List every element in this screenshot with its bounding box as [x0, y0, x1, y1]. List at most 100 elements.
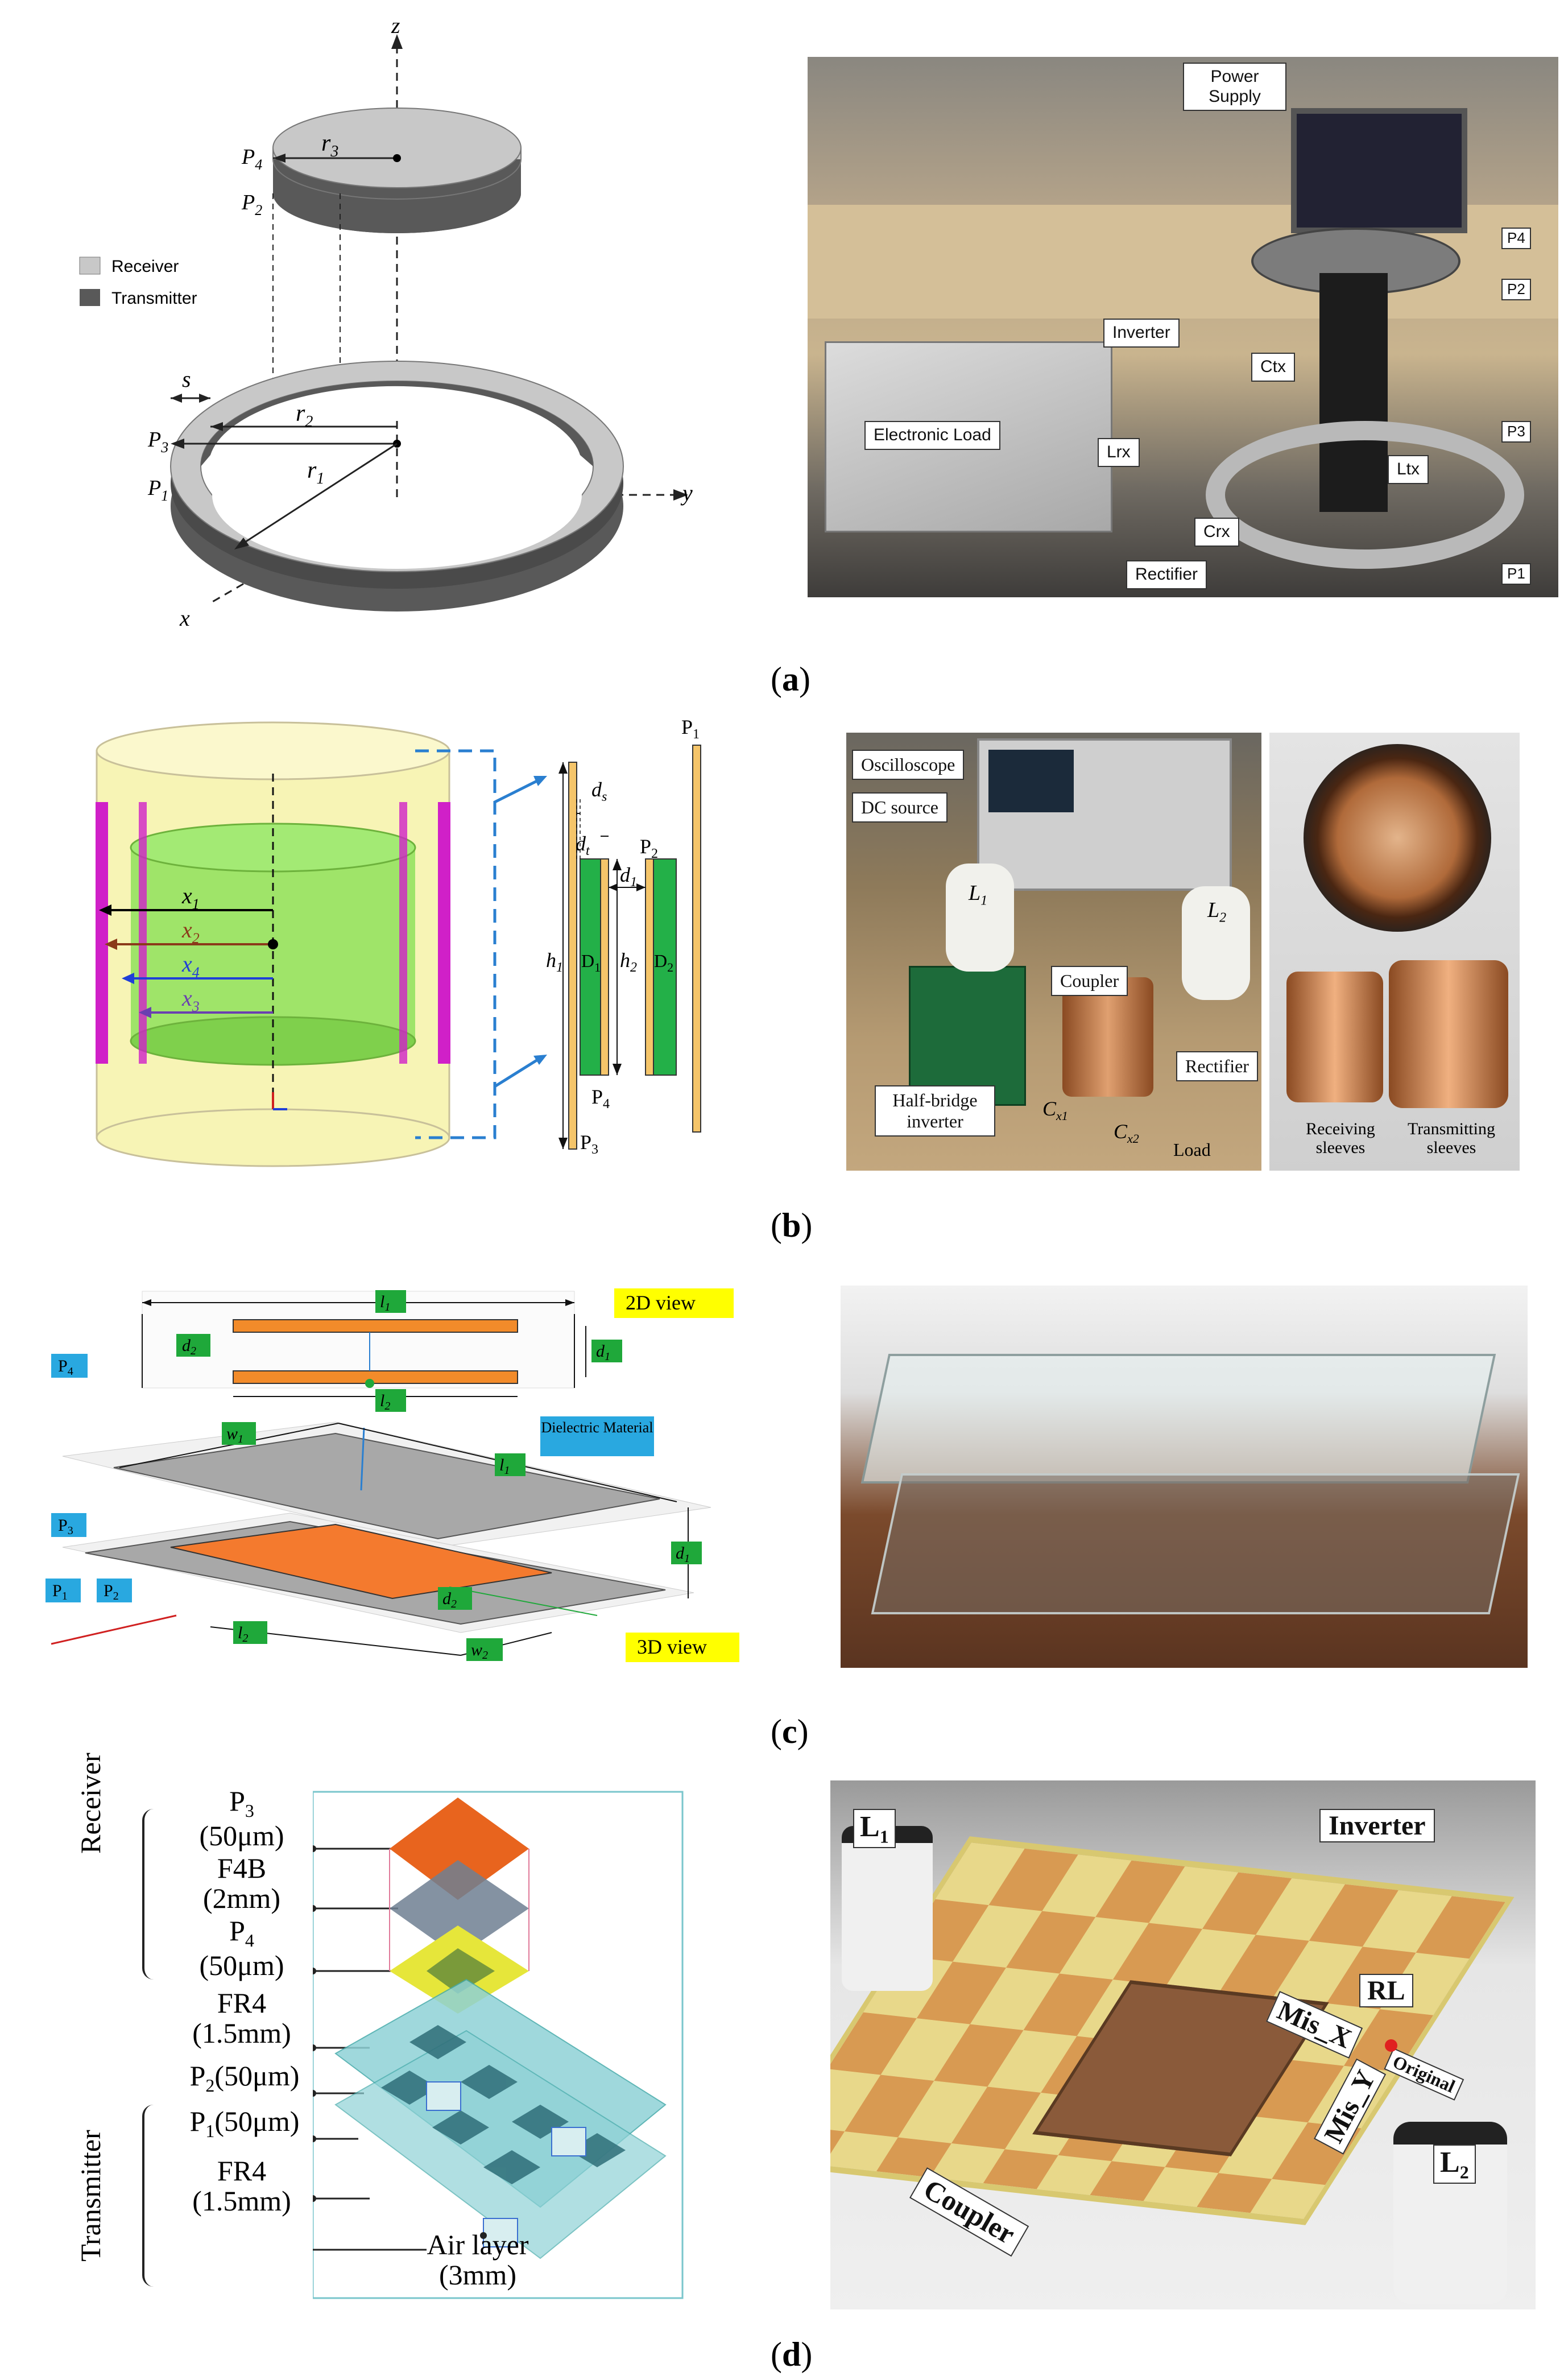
- label-rl-d: RL: [1359, 1974, 1413, 2008]
- callout-lrx: Lrx: [1098, 438, 1140, 467]
- axis-y-label: y: [680, 480, 693, 506]
- inductor-l2: [1182, 886, 1250, 1000]
- callout-power-supply: Power Supply: [1183, 63, 1286, 111]
- inductor-l1-d: [842, 1826, 933, 1991]
- layer-p2-label: P2(50μm): [189, 2060, 300, 2096]
- figure-label-c: (c): [771, 1713, 809, 1750]
- P1-label: P1: [681, 717, 700, 742]
- h1-label: h1: [546, 949, 563, 975]
- axis-z-label: z: [391, 23, 400, 38]
- figure-label-d: (d): [771, 2336, 813, 2373]
- label-l1-photo: L1: [969, 881, 988, 908]
- layer-fr4-bottom-label: FR4(1.5mm): [192, 2155, 291, 2217]
- label-l2-photo: L2: [1207, 898, 1227, 925]
- panel-b: x1 x2 x4 x3 ds dt d1 h1: [0, 717, 1564, 1263]
- x1-label: x1: [181, 883, 200, 912]
- D1-label: D1: [581, 951, 601, 974]
- panel-b-photo-sleeves: Receiving sleeves Transmitting sleeves: [1269, 733, 1520, 1171]
- callout-coupler: Coupler: [1051, 966, 1128, 996]
- sleeve-top-view: [1304, 744, 1491, 932]
- layer-air-label: Air layer(3mm): [427, 2229, 529, 2291]
- layer-p4-label: P4(50μm): [199, 1915, 284, 1981]
- acrylic-plate-top: [860, 1354, 1496, 1484]
- view-3d-label: 3D view: [637, 1635, 707, 1658]
- view-2d-label: 2D view: [626, 1291, 696, 1314]
- receiving-sleeve: [1286, 972, 1383, 1102]
- label-load: Load: [1173, 1139, 1211, 1160]
- tag-p1: P1: [52, 1581, 68, 1602]
- panel-d-diagram: Receiver Transmitter P3(50μm) F4B(2mm) P…: [75, 1753, 688, 2309]
- tag-p2: P2: [104, 1581, 119, 1602]
- tower-ring: [1206, 421, 1524, 569]
- label-half-bridge-inverter: Half-bridge inverter: [875, 1085, 995, 1137]
- tag-l2-2d: l2: [380, 1391, 390, 1412]
- ds-label: ds: [591, 778, 607, 804]
- P4-label: P4: [591, 1085, 610, 1112]
- callout-inverter: Inverter: [1103, 319, 1180, 348]
- r1-label: r1: [307, 457, 324, 487]
- d1-label: d1: [620, 863, 637, 890]
- photo-label-p4: P4: [1501, 228, 1531, 249]
- label-cx1-photo: Cx1: [1042, 1097, 1068, 1123]
- r2-label: r2: [296, 400, 313, 431]
- p4-label: P4: [241, 145, 262, 173]
- label-original-d: Original: [1384, 2048, 1464, 2101]
- callout-rectifier-b: Rectifier: [1176, 1051, 1258, 1081]
- tag-d2-2d: d2: [182, 1336, 196, 1357]
- dielectric-label: Dielectric Material: [541, 1419, 653, 1436]
- label-l1-d: L1: [853, 1809, 896, 1849]
- dt-label: dt: [576, 832, 590, 858]
- figure-label-b: (b): [771, 1206, 813, 1244]
- x3-label: x3: [181, 985, 200, 1015]
- legend-transmitter: Transmitter: [111, 289, 197, 308]
- transmitting-sleeve: [1389, 960, 1508, 1108]
- tag-w2: w2: [471, 1641, 488, 1662]
- panel-b-diagram: x1 x2 x4 x3 ds dt d1 h1: [96, 717, 701, 1167]
- callout-ctx: Ctx: [1251, 353, 1295, 382]
- oscilloscope-screen: [988, 750, 1074, 812]
- p2-label: P2: [241, 191, 262, 218]
- legend-receiver: Receiver: [111, 257, 179, 276]
- figure-label-a: (a): [771, 660, 810, 698]
- tag-l1-2d: l1: [380, 1292, 390, 1313]
- layer-f4b-label: F4B(2mm): [202, 1852, 281, 1914]
- panel-b-photo-setup: Oscilloscope DC source Coupler Rectifier…: [846, 733, 1261, 1171]
- r3-label: r3: [321, 130, 338, 160]
- layer-fr4-top-label: FR4(1.5mm): [192, 1987, 291, 2049]
- panel-d: Receiver Transmitter P3(50μm) F4B(2mm) P…: [0, 1753, 1564, 2380]
- photo-label-p1: P1: [1501, 563, 1531, 585]
- panel-c-diagram: l1 l2 d2 d1 P4 2D view w1 l1 d1 d2 l2: [45, 1288, 739, 1662]
- D2-label: D2: [654, 951, 673, 974]
- p1-label: P1: [147, 476, 168, 504]
- scope-screen: [1291, 108, 1467, 233]
- p3-label: P3: [147, 428, 168, 456]
- coupler-cylinder: [1062, 977, 1153, 1097]
- callout-rectifier: Rectifier: [1126, 560, 1207, 589]
- callout-oscilloscope: Oscilloscope: [852, 750, 965, 780]
- layer-p3-label: P3(50μm): [199, 1785, 284, 1852]
- transmitter-brace: [142, 2105, 162, 2287]
- panel-c: l1 l2 d2 d1 P4 2D view w1 l1 d1 d2 l2: [0, 1274, 1564, 1775]
- layer-stack-graphic: [313, 1791, 684, 2299]
- tag-d2-3d: d2: [442, 1589, 457, 1610]
- group-transmitter-label: Transmitter: [75, 2130, 106, 2262]
- tag-p3: P3: [58, 1516, 73, 1537]
- label-inverter-d: Inverter: [1319, 1809, 1435, 1843]
- h2-label: h2: [620, 949, 637, 975]
- panel-d-photo: L1 Inverter RL Mis_X Mis_Y Original L2 C…: [830, 1780, 1536, 2309]
- panel-a: z y x r3 P4 P2 Receiver Transmitter: [0, 0, 1564, 705]
- panel-c-photo: [841, 1286, 1528, 1668]
- tag-w1: w1: [226, 1424, 243, 1445]
- origin-point: [1385, 2039, 1397, 2052]
- s-label: s: [182, 366, 191, 392]
- label-l2-d: L2: [1433, 2145, 1476, 2184]
- tag-l1-3d: l1: [499, 1456, 510, 1477]
- acrylic-plate-bottom: [871, 1473, 1520, 1614]
- callout-dc-source: DC source: [852, 792, 947, 823]
- layer-p1-label: P1(50μm): [189, 2105, 300, 2141]
- tag-l2-3d: l2: [238, 1623, 248, 1644]
- tag-d1-2d: d1: [596, 1342, 610, 1363]
- inductor-l1: [946, 863, 1014, 972]
- label-cx2-photo: Cx2: [1114, 1120, 1139, 1146]
- panel-a-diagram: z y x r3 P4 P2 Receiver Transmitter: [79, 23, 693, 631]
